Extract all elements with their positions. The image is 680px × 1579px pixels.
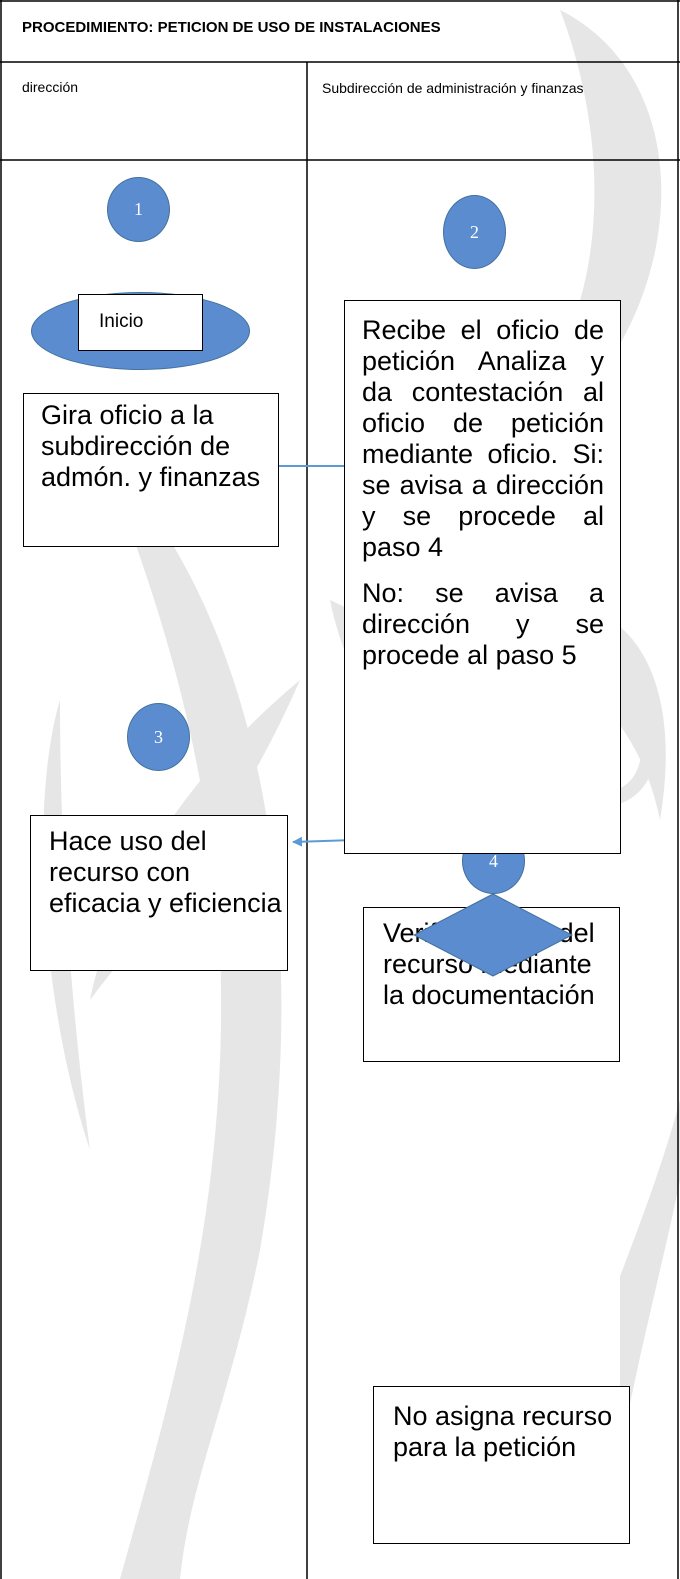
lane-header-subdireccion: Subdirección de administración y finanza… [322, 80, 584, 96]
lane-header-direccion: dirección [22, 79, 79, 95]
step-1-circle: 1 [107, 177, 170, 242]
step-2-circle: 2 [443, 195, 506, 269]
verifica-uso-box: Verifica el uso del recurso mediante la … [363, 907, 620, 1062]
gira-oficio-text: Gira oficio a la subdirección de admón. … [41, 400, 261, 492]
start-label: Inicio [78, 294, 203, 351]
gira-oficio-box: Gira oficio a la subdirección de admón. … [23, 393, 279, 547]
procedure-title: PROCEDIMIENTO: PETICION DE USO DE INSTAL… [22, 19, 441, 36]
recibe-oficio-paragraph-1: Recibe el oficio de petición Analiza y d… [362, 315, 604, 562]
step-3-circle: 3 [127, 703, 190, 771]
no-asigna-box: No asigna recurso para la petición [373, 1386, 630, 1544]
hace-uso-text: Hace uso del recurso con eficacia y efic… [49, 826, 282, 918]
recibe-oficio-paragraph-2: No: se avisa a dirección y se procede al… [362, 578, 604, 670]
recibe-oficio-box: Recibe el oficio de petición Analiza y d… [344, 300, 621, 854]
no-asigna-text: No asigna recurso para la petición [393, 1401, 613, 1462]
hace-uso-box: Hace uso del recurso con eficacia y efic… [30, 815, 288, 971]
decision-diamond [413, 893, 573, 977]
